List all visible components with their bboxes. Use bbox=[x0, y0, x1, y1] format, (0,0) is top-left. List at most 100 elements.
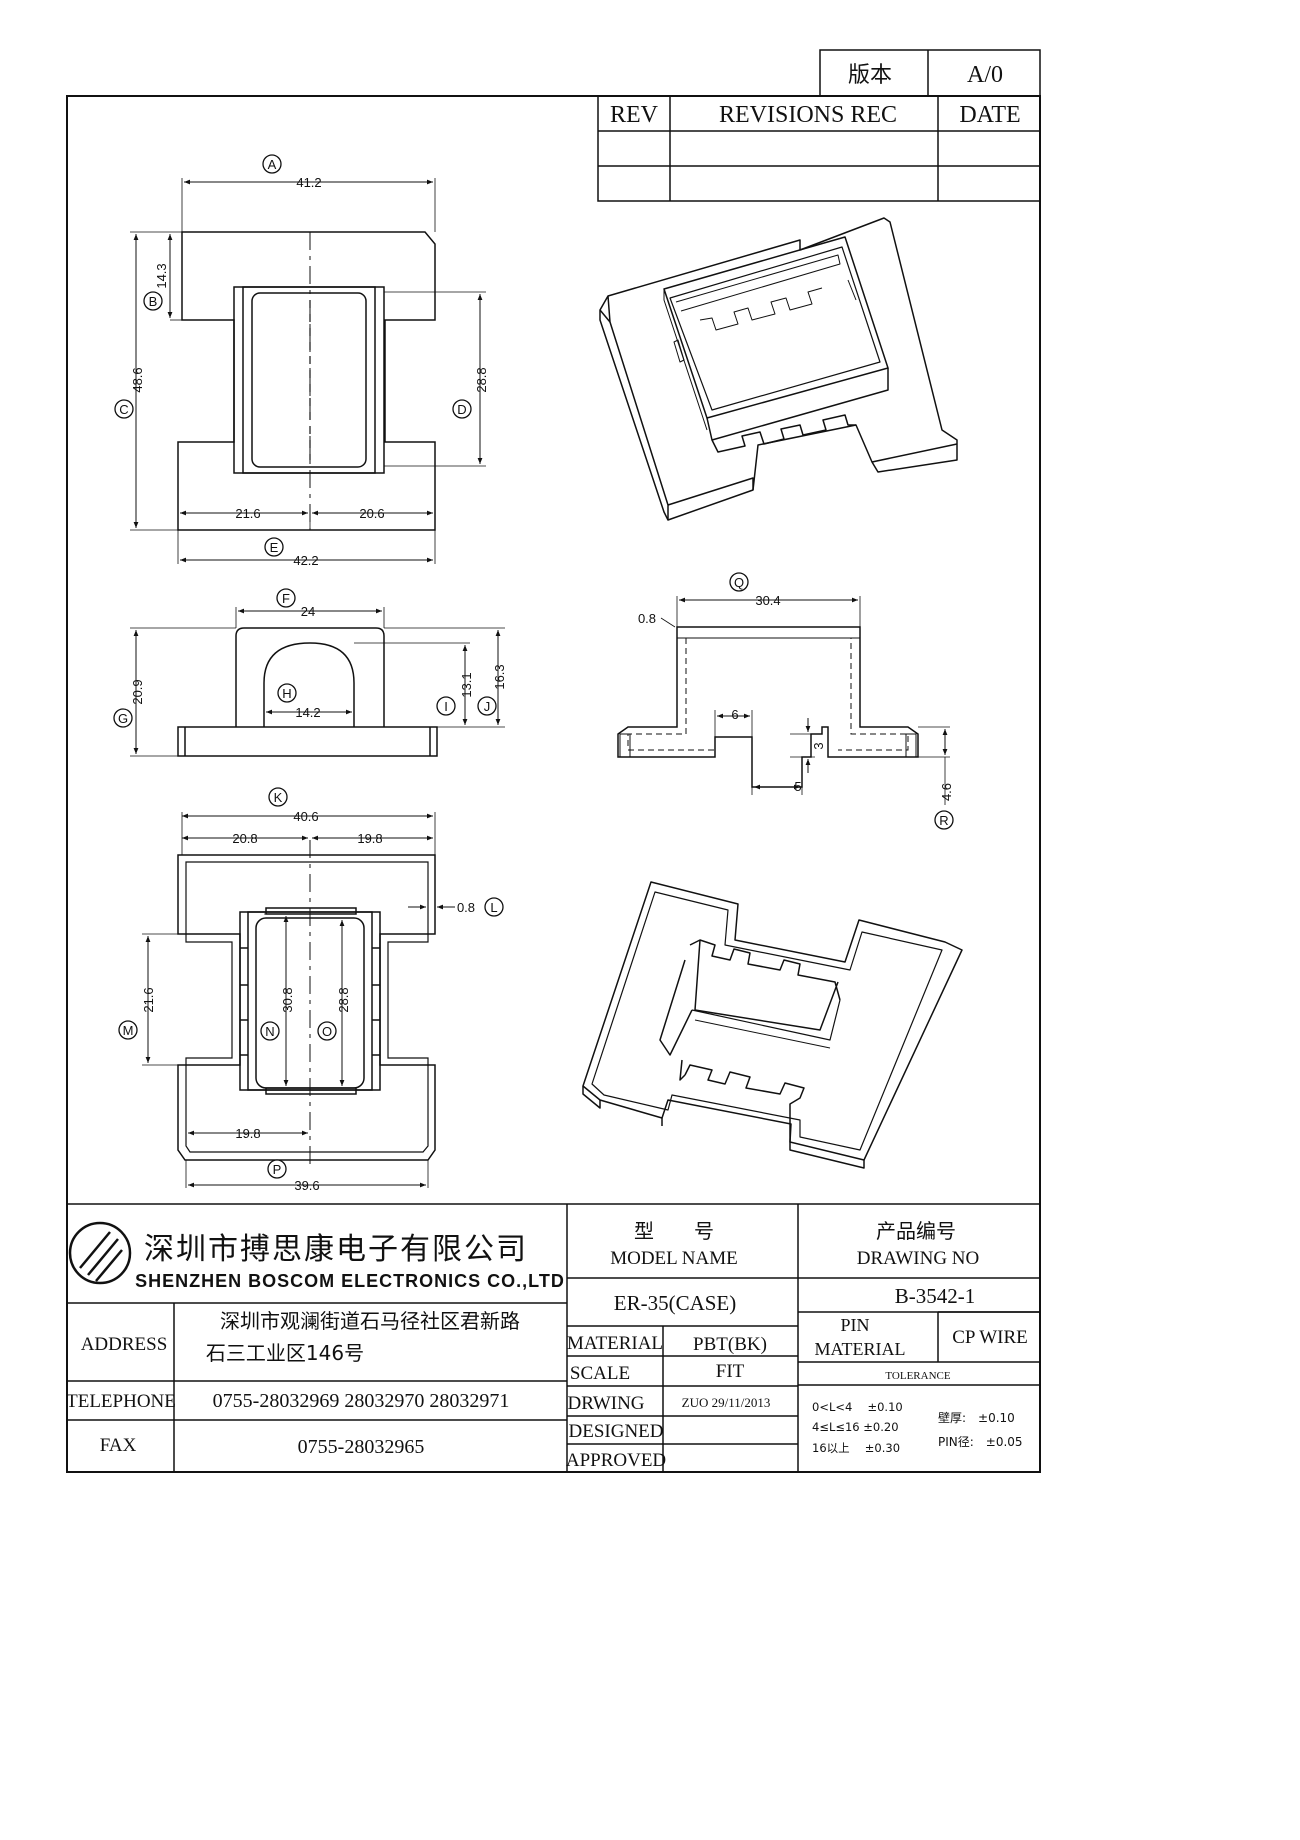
label-circle: R bbox=[934, 810, 954, 830]
dim-a-value: 41.2 bbox=[296, 175, 321, 190]
dim-b-value: 14.3 bbox=[154, 263, 169, 288]
label-circle: B bbox=[143, 291, 163, 311]
dim-f-value: 24 bbox=[301, 604, 315, 619]
label-circle: L bbox=[484, 897, 504, 917]
dim-e-right-value: 20.6 bbox=[359, 506, 384, 521]
label-circle: J bbox=[477, 696, 497, 716]
dim-q-value: 30.4 bbox=[755, 593, 780, 608]
isometric-view-top bbox=[599, 217, 958, 521]
technical-drawing-sheet: 版本 A/0 REV REVISIONS REC DATE bbox=[66, 49, 1041, 1473]
rev-header: REV bbox=[610, 102, 659, 128]
dim-p-value: 39.6 bbox=[294, 1178, 319, 1193]
dim-n-value: 30.8 bbox=[280, 987, 295, 1012]
drawing-no-label-cn: 产品编号 bbox=[876, 1219, 956, 1243]
label-circle: G bbox=[113, 708, 133, 728]
dim-q-wall-value: 0.8 bbox=[638, 611, 656, 626]
fax-value: 0755-28032965 bbox=[298, 1436, 425, 1458]
title-block bbox=[67, 1203, 1040, 1472]
tolerance-row-2: 4≤L≤16 ±0.20 bbox=[812, 1420, 899, 1434]
dim-d-value: 28.8 bbox=[474, 367, 489, 392]
svg-text:H: H bbox=[282, 686, 291, 701]
side-section-view bbox=[617, 596, 950, 805]
pin-material-label: MATERIAL bbox=[815, 1339, 906, 1359]
pin-label: PIN bbox=[840, 1315, 869, 1335]
top-view bbox=[130, 178, 486, 564]
dim-r-value: 4.6 bbox=[939, 783, 954, 801]
approved-label: APPROVED bbox=[566, 1450, 666, 1471]
svg-text:N: N bbox=[265, 1024, 274, 1039]
svg-text:L: L bbox=[490, 900, 497, 915]
dim-slot-width-value: 6 bbox=[731, 707, 738, 722]
svg-text:B: B bbox=[149, 294, 158, 309]
label-circle: E bbox=[264, 537, 284, 557]
dim-p-left-value: 19.8 bbox=[235, 1126, 260, 1141]
bottom-view bbox=[142, 812, 455, 1188]
dim-o-value: 28.8 bbox=[336, 987, 351, 1012]
svg-text:Q: Q bbox=[734, 575, 744, 590]
version-value: A/0 bbox=[967, 62, 1003, 88]
svg-text:C: C bbox=[119, 402, 128, 417]
model-value: ER-35(CASE) bbox=[614, 1291, 737, 1315]
designed-label: DESIGNED bbox=[569, 1421, 664, 1442]
wall-tolerance: 壁厚: ±0.10 bbox=[938, 1410, 1015, 1425]
isometric-view-bottom bbox=[582, 881, 963, 1169]
svg-text:J: J bbox=[484, 699, 491, 714]
date-header: DATE bbox=[959, 102, 1020, 128]
fax-label: FAX bbox=[100, 1435, 137, 1456]
label-circle: P bbox=[267, 1159, 287, 1179]
dim-i-value: 13.1 bbox=[459, 672, 474, 697]
model-label-en: MODEL NAME bbox=[610, 1248, 738, 1269]
label-circle: I bbox=[436, 696, 456, 716]
drawing-no-value: B-3542-1 bbox=[895, 1284, 976, 1308]
label-circle: O bbox=[317, 1021, 337, 1041]
dim-l-value: 0.8 bbox=[457, 900, 475, 915]
telephone-label: TELEPHONE bbox=[66, 1391, 176, 1412]
revisions-rec-header: REVISIONS REC bbox=[719, 102, 897, 128]
dim-k-right-value: 19.8 bbox=[357, 831, 382, 846]
material-label: MATERIAL bbox=[567, 1333, 663, 1354]
label-circle: Q bbox=[729, 572, 749, 592]
dim-k-left-value: 20.8 bbox=[232, 831, 257, 846]
drawing-date-value: ZUO 29/11/2013 bbox=[682, 1395, 771, 1410]
telephone-value: 0755-28032969 28032970 28032971 bbox=[213, 1390, 510, 1412]
scale-label: SCALE bbox=[570, 1363, 630, 1384]
svg-text:A: A bbox=[268, 157, 277, 172]
svg-text:D: D bbox=[457, 402, 466, 417]
front-view bbox=[130, 607, 505, 757]
tolerance-row-3: 16以上 ±0.30 bbox=[812, 1441, 900, 1455]
dim-m-value: 21.6 bbox=[141, 987, 156, 1012]
tolerance-row-1: 0<L<4 ±0.10 bbox=[812, 1400, 903, 1414]
svg-text:G: G bbox=[118, 711, 128, 726]
dim-h-value: 14.2 bbox=[295, 705, 320, 720]
pin-tolerance: PIN径: ±0.05 bbox=[938, 1435, 1023, 1449]
svg-text:P: P bbox=[273, 1162, 282, 1177]
dim-e-value: 42.2 bbox=[293, 553, 318, 568]
label-circle: D bbox=[452, 399, 472, 419]
label-circle: F bbox=[276, 588, 296, 608]
sheet-border bbox=[66, 95, 1041, 1473]
dim-slot-5-value: 5 bbox=[794, 779, 801, 794]
material-value: PBT(BK) bbox=[693, 1334, 767, 1355]
label-circle: N bbox=[260, 1021, 280, 1041]
label-circle: M bbox=[118, 1020, 138, 1040]
dim-e-left-value: 21.6 bbox=[235, 506, 260, 521]
label-circle: H bbox=[277, 683, 297, 703]
label-circle: A bbox=[262, 154, 282, 174]
drawing-no-label-en: DRAWING NO bbox=[857, 1248, 980, 1269]
tolerance-label: TOLERANCE bbox=[885, 1370, 950, 1382]
label-circle: C bbox=[114, 399, 134, 419]
company-logo bbox=[68, 1221, 132, 1285]
dim-slot-depth-value: 3 bbox=[811, 742, 826, 749]
svg-text:M: M bbox=[123, 1023, 134, 1038]
version-label: 版本 bbox=[848, 63, 892, 88]
company-name-en: SHENZHEN BOSCOM ELECTRONICS CO.,LTD bbox=[135, 1271, 565, 1291]
revision-table bbox=[597, 95, 1041, 202]
svg-text:F: F bbox=[282, 591, 290, 606]
svg-text:I: I bbox=[444, 699, 448, 714]
dim-j-value: 16.3 bbox=[492, 664, 507, 689]
model-label-cn: 型 号 bbox=[634, 1219, 714, 1243]
drawing-by-label: DRWING bbox=[567, 1393, 644, 1414]
svg-text:O: O bbox=[322, 1024, 332, 1039]
dim-c-value: 48.6 bbox=[130, 367, 145, 392]
address-line-2: 石三工业区146号 bbox=[206, 1341, 364, 1365]
